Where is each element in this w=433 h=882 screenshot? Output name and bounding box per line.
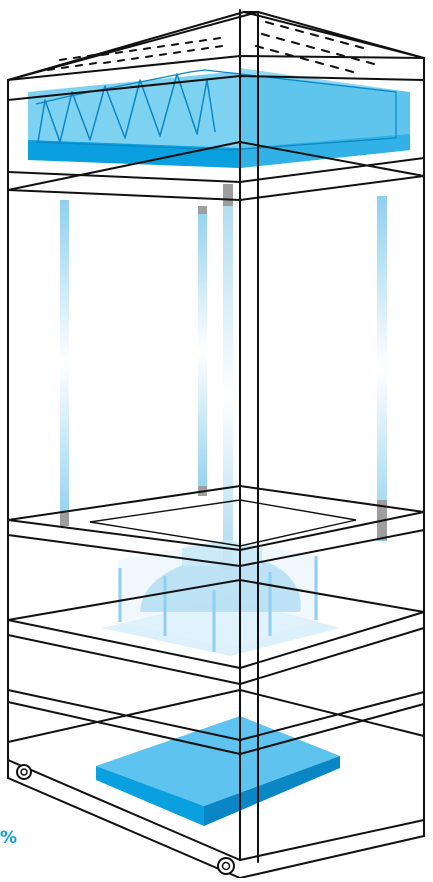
bottom-tray [96,716,340,826]
top-filter [28,68,410,168]
top-vents [48,22,374,72]
support-rods [60,184,387,570]
percent-label: % [0,828,17,848]
